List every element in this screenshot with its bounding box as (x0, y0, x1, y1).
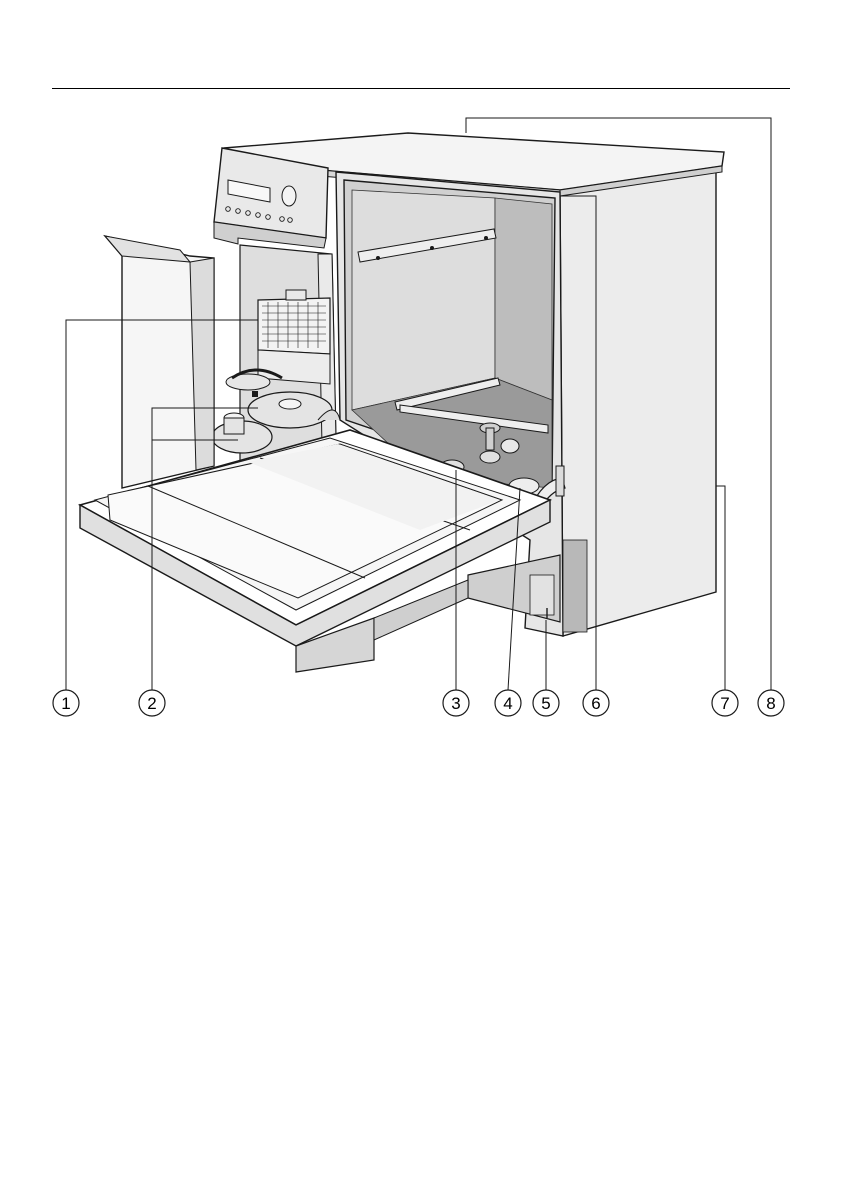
callout-4: 4 (495, 690, 521, 716)
svg-text:8: 8 (766, 694, 775, 713)
dishwasher-diagram: 1 2 3 4 5 6 7 8 (0, 0, 841, 740)
callout-7: 7 (712, 690, 738, 716)
svg-text:7: 7 (720, 694, 729, 713)
svg-text:4: 4 (503, 694, 512, 713)
wash-cabinet-right-wall (495, 198, 552, 400)
callout-6: 6 (583, 690, 609, 716)
hepa-filter (258, 298, 330, 354)
callout-2: 2 (139, 690, 165, 716)
svg-text:6: 6 (591, 694, 600, 713)
callout-8: 8 (758, 690, 784, 716)
callout-3: 3 (443, 690, 469, 716)
callout-5: 5 (533, 690, 559, 716)
wash-cabinet-back-wall (352, 190, 495, 410)
svg-text:1: 1 (61, 694, 70, 713)
svg-text:3: 3 (451, 694, 460, 713)
svg-text:5: 5 (541, 694, 550, 713)
callout-1: 1 (53, 690, 79, 716)
chemical-container-1 (248, 392, 332, 428)
svg-text:2: 2 (147, 694, 156, 713)
